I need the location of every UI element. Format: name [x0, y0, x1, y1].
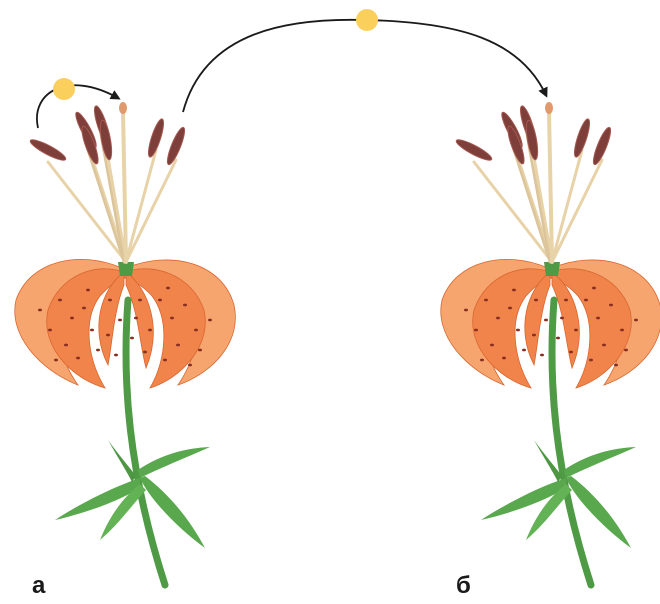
anther — [524, 120, 540, 161]
petal-spot — [544, 319, 548, 322]
cross-pollination-arrow — [183, 20, 546, 112]
petal-spot — [560, 317, 564, 320]
petal-spot — [564, 299, 568, 302]
petal-spot — [512, 289, 516, 292]
petal-spot — [86, 289, 90, 292]
anther — [454, 137, 494, 164]
petal-spot — [64, 344, 68, 347]
leaf — [138, 447, 210, 478]
petal-spot — [569, 351, 573, 354]
petal-spot — [158, 299, 162, 302]
petal-spot — [76, 357, 80, 360]
petal-spot — [464, 309, 468, 312]
petal-spot — [484, 299, 488, 302]
petal-spot — [540, 354, 544, 357]
petal-spot — [574, 329, 578, 332]
receptacle — [544, 262, 560, 276]
filament — [126, 150, 156, 262]
petal-spot — [496, 317, 500, 320]
petal-spot — [96, 349, 100, 352]
petal-spot — [490, 344, 494, 347]
petal-spot — [194, 329, 198, 332]
petal-spot — [38, 309, 42, 312]
petal-spot — [138, 299, 142, 302]
petal-spot — [134, 317, 138, 320]
receptacle — [118, 262, 134, 276]
panel-label-a: а — [32, 574, 45, 598]
petal-spot — [584, 299, 588, 302]
petal-spot — [208, 319, 212, 322]
petal-spot — [624, 349, 628, 352]
petal-spot — [48, 329, 52, 332]
panel-label-b: б — [456, 574, 471, 598]
petal-spot — [148, 329, 152, 332]
petal-spot — [508, 307, 512, 310]
filament — [552, 160, 602, 262]
anther — [28, 137, 68, 164]
petal-spot — [620, 329, 624, 332]
petal-spot — [532, 334, 536, 337]
petal-spot — [188, 364, 192, 367]
stigma — [545, 102, 553, 114]
petal-spot — [596, 317, 600, 320]
petal-spot — [54, 359, 58, 362]
petal-spot — [70, 317, 74, 320]
petal-spot — [522, 349, 526, 352]
filament — [552, 150, 582, 262]
pollen-grain-self — [53, 78, 75, 100]
petal-spot — [114, 354, 118, 357]
petal-spot — [183, 304, 187, 307]
filament — [126, 160, 176, 262]
petal-spot — [118, 319, 122, 322]
petal-spot — [609, 304, 613, 307]
stigma — [119, 102, 127, 114]
petal-spot — [90, 329, 94, 332]
leaf — [564, 447, 636, 478]
petal-spot — [592, 287, 596, 290]
petal-spot — [534, 299, 538, 302]
petal-spot — [143, 351, 147, 354]
petal-spot — [474, 329, 478, 332]
petal-spot — [198, 349, 202, 352]
petal-spot — [176, 344, 180, 347]
petal-spot — [502, 357, 506, 360]
petal-spot — [170, 317, 174, 320]
petal-spot — [58, 299, 62, 302]
petal-spot — [614, 364, 618, 367]
petal-spot — [589, 359, 593, 362]
petal-spot — [108, 299, 112, 302]
petal-spot — [480, 359, 484, 362]
petal-spot — [516, 329, 520, 332]
petal-spot — [106, 334, 110, 337]
petal-spot — [166, 287, 170, 290]
anther — [98, 120, 114, 161]
petal-spot — [556, 337, 560, 340]
petal-spot — [634, 319, 638, 322]
petal-spot — [82, 307, 86, 310]
pollen-grain-cross — [356, 9, 378, 31]
petal-spot — [163, 359, 167, 362]
petal-spot — [602, 344, 606, 347]
lily-flower-a — [15, 102, 236, 585]
lily-flower-b — [441, 102, 660, 585]
petal-spot — [130, 337, 134, 340]
